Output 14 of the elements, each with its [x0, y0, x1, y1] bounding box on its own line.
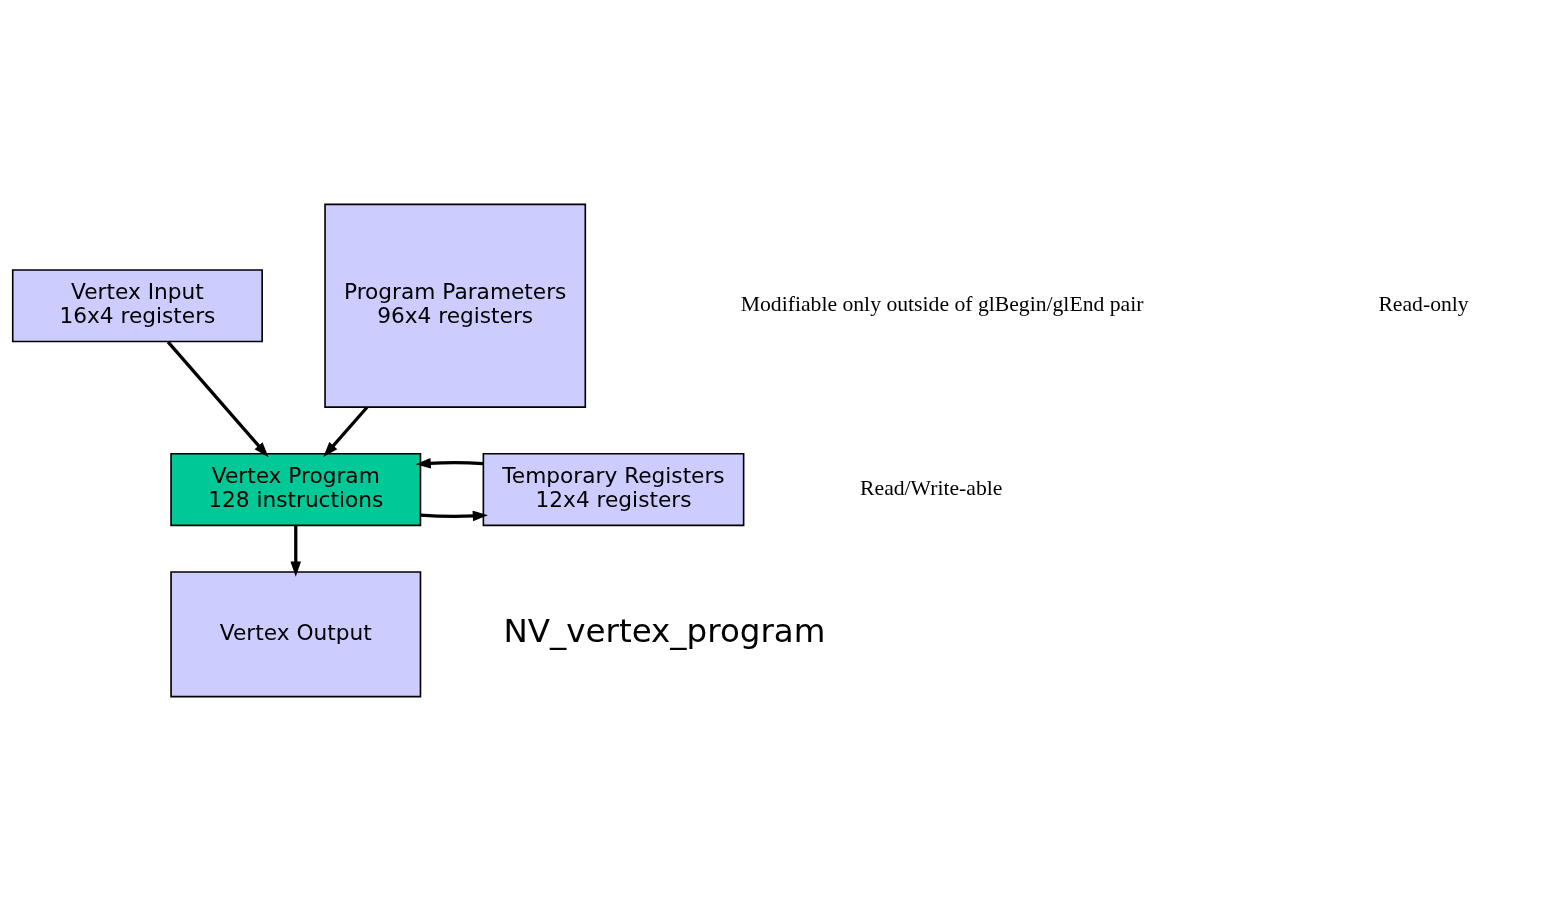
- node-box: Vertex Input 16x4 registers: [11, 268, 263, 342]
- node-box: Vertex Program 128 instructions: [170, 452, 422, 526]
- arrow: [290, 525, 302, 577]
- arrow: [420, 510, 488, 521]
- node-box: Program Parameters 96x4 registers: [324, 203, 587, 408]
- node-box: Vertex Output: [170, 570, 422, 697]
- label: NV_vertex_program: [503, 611, 826, 650]
- arrow: [415, 457, 484, 469]
- label: Modifiable only outside of glBegin/glEnd pair: [740, 291, 1144, 316]
- arrow: [323, 405, 369, 457]
- label: Read/Write-able: [860, 475, 1003, 500]
- label: Read-only: [1378, 291, 1469, 316]
- node-box: Temporary Registers 12x4 registers: [482, 452, 745, 526]
- arrow: [166, 340, 269, 457]
